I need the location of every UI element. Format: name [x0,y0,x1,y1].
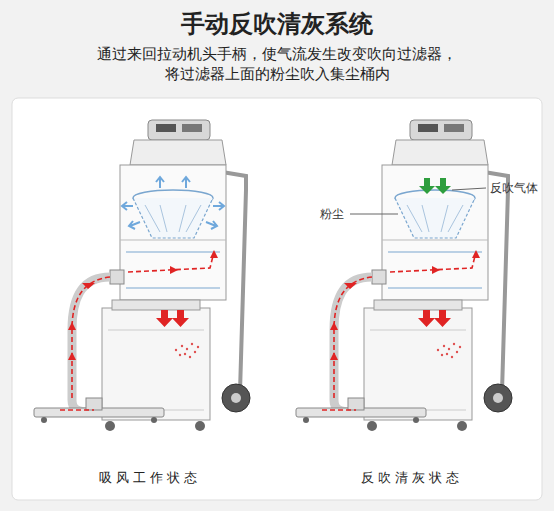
callout-label: 反吹气体 [490,180,538,196]
subtitle: 通过来回拉动机头手柄，使气流发生改变吹向过滤器， 将过滤器上面的粉尘吹入集尘桶内 [91,44,463,84]
vacuum-blowback-state [296,120,512,431]
suction-arrow [122,177,224,229]
suction-arrow [182,177,190,188]
blowback-arrow [435,178,451,194]
leader-line [452,188,486,190]
suction-arrow [213,202,224,210]
state-label: 反吹清灰状态 [312,469,512,487]
vacuum-suction-state [34,120,250,431]
blowback-arrow [419,178,435,194]
title: 手动反吹清灰系统 [0,8,554,40]
panel [12,98,542,500]
suction-arrow [206,221,217,229]
suction-arrow [129,221,140,229]
leader-line [350,214,398,215]
callout-label: 粉尘 [320,206,344,222]
blowback-arrow [419,178,451,194]
state-label: 吸风工作状态 [50,469,250,487]
suction-arrow [156,177,164,188]
suction-arrow [122,202,133,210]
